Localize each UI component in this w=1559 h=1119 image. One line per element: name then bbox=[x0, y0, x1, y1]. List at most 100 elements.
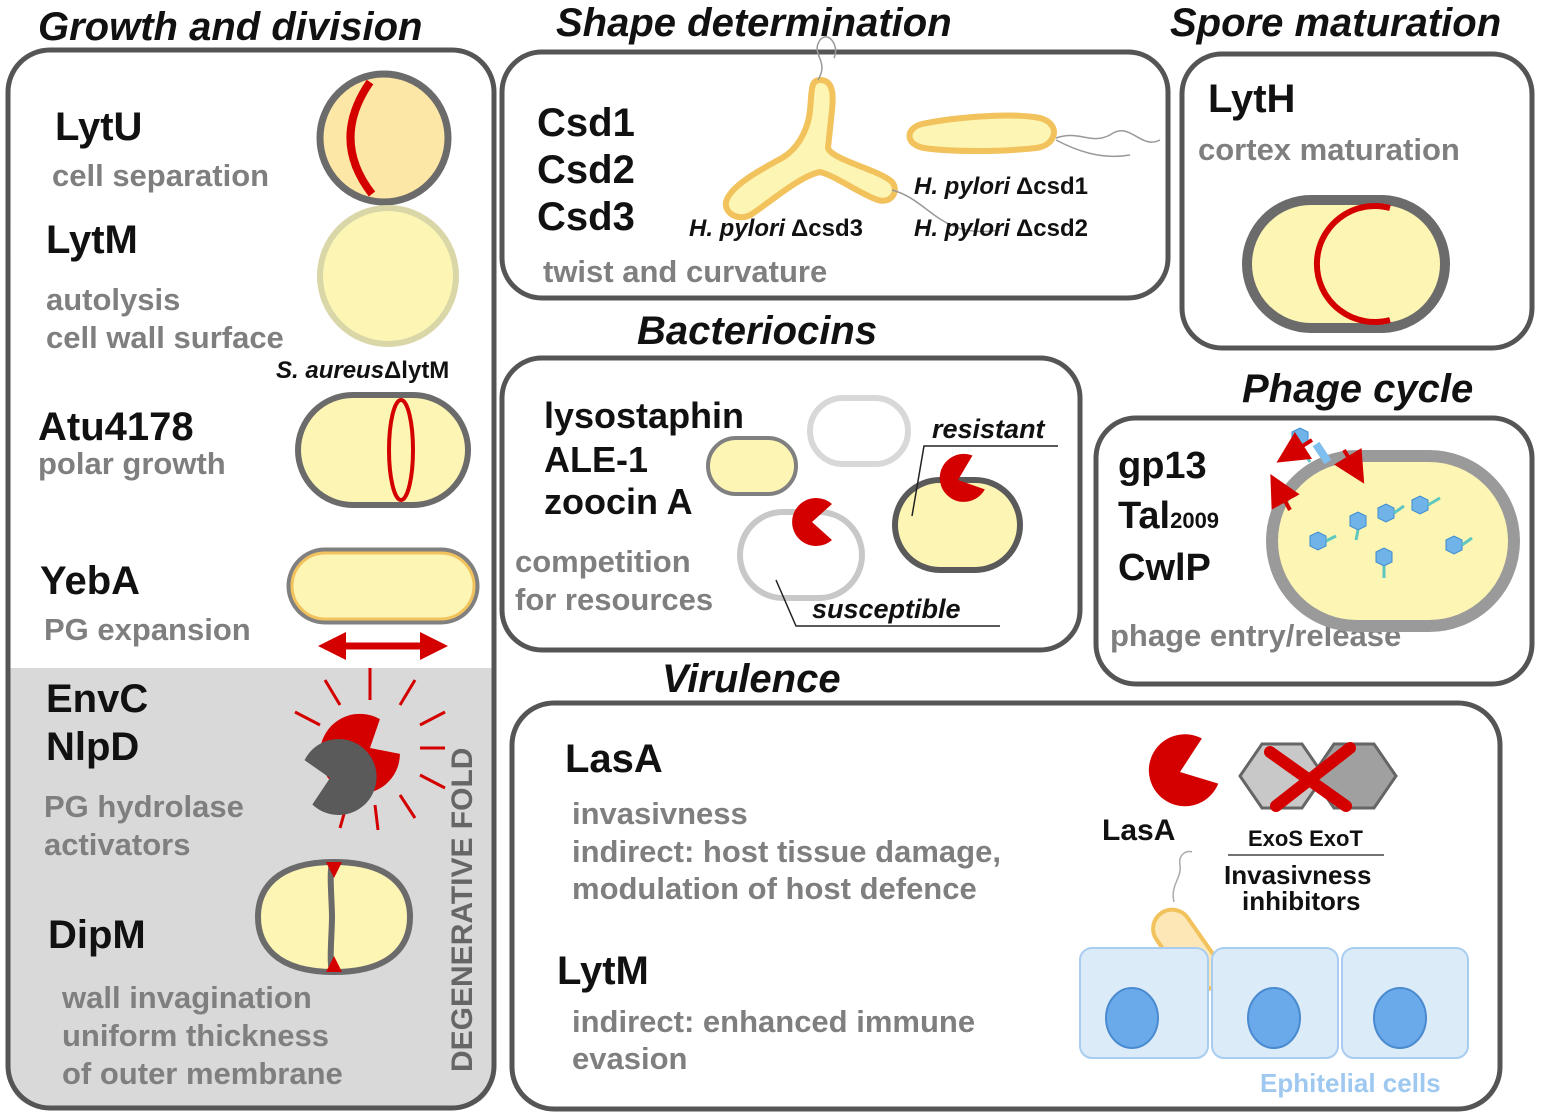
protein-csd1: Csd1 bbox=[537, 101, 635, 145]
nucleus-icon bbox=[1247, 987, 1301, 1049]
panel-virulence: Virulence LasA invasivness indirect: hos… bbox=[509, 657, 1503, 1112]
flagellum-icon bbox=[816, 36, 837, 81]
resistant-pointer bbox=[911, 445, 1058, 517]
desc-lytm-virulence-1: indirect: enhanced immune bbox=[572, 1004, 975, 1039]
desc-envc-2: activators bbox=[44, 827, 190, 862]
enzyme-susceptible-icon bbox=[792, 497, 832, 546]
section-title-spore: Spore maturation bbox=[1170, 1, 1501, 45]
label-inhibitors: inhibitors bbox=[1242, 886, 1360, 916]
section-title-virulence: Virulence bbox=[662, 657, 841, 701]
desc-bacteriocins-1: competition bbox=[515, 544, 691, 579]
panel-frame-virulence bbox=[509, 700, 1503, 1112]
dividing-cell-right-icon bbox=[327, 858, 414, 976]
panel-frame-bacteriocins bbox=[499, 355, 1083, 653]
label-susceptible: susceptible bbox=[812, 594, 961, 624]
host-cell-icon bbox=[1266, 450, 1520, 632]
panel-phage-cycle: Phage cycle gp13 Tal2009 CwlP phage entr… bbox=[1093, 367, 1535, 687]
cell-lytm-mutant-icon bbox=[317, 205, 459, 347]
protein-lysostaphin: lysostaphin bbox=[544, 395, 744, 436]
section-title-bacteriocins: Bacteriocins bbox=[637, 309, 877, 353]
desc-lyth: cortex maturation bbox=[1198, 132, 1460, 167]
desc-lytm-virulence-2: evasion bbox=[572, 1041, 687, 1076]
desc-lasa-3: modulation of host defence bbox=[572, 871, 977, 906]
cell-yeba-inner-border bbox=[290, 551, 476, 621]
protein-atu4178: Atu4178 bbox=[38, 405, 194, 449]
section-title-shape: Shape determination bbox=[556, 1, 952, 45]
protein-gp13: gp13 bbox=[1118, 445, 1207, 487]
desc-envc-1: PG hydrolase bbox=[44, 789, 244, 824]
protein-lytm-virulence: LytM bbox=[557, 949, 649, 993]
panel-spore-maturation: Spore maturation LytH cortex maturation bbox=[1170, 1, 1535, 351]
protein-ale1: ALE-1 bbox=[544, 439, 648, 480]
flagellum-icon bbox=[1055, 129, 1161, 143]
desc-dipm-3: of outer membrane bbox=[62, 1056, 343, 1091]
desc-shape: twist and curvature bbox=[543, 254, 827, 289]
protein-tal2009: Tal2009 bbox=[1118, 495, 1219, 537]
spore-cell-icon bbox=[1242, 195, 1450, 333]
inhibition-cross-icon bbox=[1264, 742, 1356, 812]
flagellum-icon bbox=[891, 189, 1001, 233]
phage-attached-icon bbox=[1312, 441, 1332, 465]
cell-lytu-icon bbox=[316, 70, 452, 206]
panel-frame-growth bbox=[5, 47, 497, 1111]
polar-ring-icon bbox=[387, 398, 415, 502]
desc-yeba: PG expansion bbox=[44, 612, 251, 647]
cortex-icon bbox=[1313, 203, 1391, 325]
protein-cwlp: CwlP bbox=[1118, 547, 1211, 589]
desc-atu4178: polar growth bbox=[38, 446, 226, 481]
protein-lasa: LasA bbox=[565, 737, 663, 781]
desc-dipm-2: uniform thickness bbox=[62, 1018, 329, 1053]
septum-bottom-icon bbox=[326, 956, 342, 972]
cell-intact-icon bbox=[706, 436, 798, 496]
rod-cell-csd1-icon bbox=[906, 112, 1057, 154]
protein-lyth: LytH bbox=[1208, 77, 1295, 121]
desc-lytu: cell separation bbox=[52, 158, 269, 193]
enzyme-resistant-icon bbox=[939, 453, 985, 502]
cell-yeba-icon bbox=[286, 547, 480, 625]
panel-frame-phage bbox=[1093, 415, 1535, 687]
desc-dipm-1: wall invagination bbox=[61, 980, 312, 1015]
protein-csd2: Csd2 bbox=[537, 148, 635, 192]
panel-growth-and-division: Growth and division LytU cell separation… bbox=[5, 5, 497, 1111]
label-lasa-icon: LasA bbox=[1102, 814, 1175, 847]
label-exos-exot: ExoS ExoT bbox=[1248, 826, 1363, 851]
desc-lytm-1: autolysis bbox=[46, 282, 180, 317]
protein-lytm-growth: LytM bbox=[46, 218, 138, 262]
epithelial-cells: Ephitelial cells bbox=[1079, 947, 1469, 1098]
section-title-phage: Phage cycle bbox=[1242, 367, 1473, 411]
protein-dipm: DipM bbox=[48, 913, 146, 957]
susceptible-pointer bbox=[775, 579, 1000, 627]
label-epithelial-cells: Ephitelial cells bbox=[1260, 1068, 1441, 1098]
panel-bacteriocins: Bacteriocins lysostaphin ALE-1 zoocin A … bbox=[499, 309, 1083, 653]
protein-nlpd: NlpD bbox=[46, 725, 139, 769]
protein-csd3: Csd3 bbox=[537, 195, 635, 239]
panel-shape-determination: Shape determination Csd1 Csd2 Csd3 twist… bbox=[499, 1, 1171, 301]
septum-top-icon bbox=[326, 862, 342, 878]
panel-frame-spore bbox=[1179, 51, 1535, 351]
flagellum-icon bbox=[1055, 139, 1131, 158]
protein-lytu: LytU bbox=[55, 105, 142, 149]
flagellum-icon bbox=[1172, 850, 1193, 903]
protein-yeba: YebA bbox=[40, 559, 140, 603]
entry-arrow-icon bbox=[1334, 448, 1365, 484]
phage-entry-arrow-icon bbox=[1276, 431, 1314, 463]
septum-cut-icon bbox=[346, 79, 376, 197]
cell-atu-icon bbox=[295, 392, 471, 508]
nucleus-icon bbox=[1105, 987, 1159, 1049]
label-invasivness: Invasivness bbox=[1224, 860, 1371, 890]
degenerative-fold-label: DEGENERATIVE FOLD bbox=[446, 748, 479, 1072]
release-arrow-icon bbox=[1270, 473, 1300, 511]
exot-icon bbox=[1310, 742, 1398, 810]
cell-lysed-icon bbox=[807, 395, 911, 467]
desc-lytm-2: cell wall surface bbox=[46, 320, 284, 355]
desc-bacteriocins-2: for resources bbox=[515, 582, 713, 617]
enzyme-gray-icon bbox=[304, 739, 377, 815]
expansion-arrow-icon bbox=[318, 632, 448, 660]
desc-lasa-2: indirect: host tissue damage, bbox=[572, 834, 1001, 869]
protein-envc: EnvC bbox=[46, 677, 148, 721]
lasa-enzyme-icon bbox=[1148, 734, 1219, 807]
branched-cell-csd3-icon bbox=[722, 76, 898, 221]
